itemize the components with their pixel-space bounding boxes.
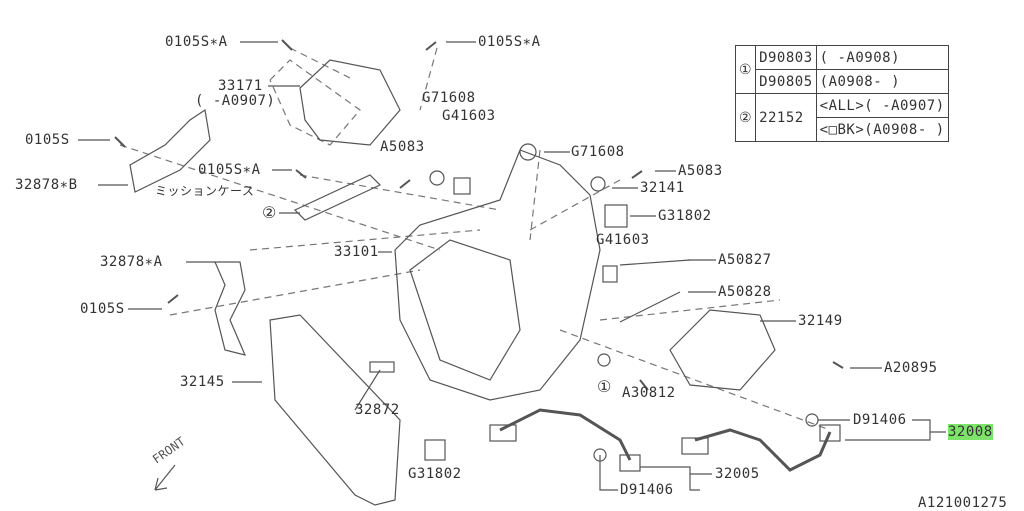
legend-part: D90805 (755, 69, 817, 94)
part-label[interactable]: G71608 (422, 90, 476, 106)
transmission-case-33101 (394, 149, 601, 401)
part-label[interactable]: A5083 (380, 139, 425, 155)
part-label[interactable]: 0105S∗A (478, 34, 541, 50)
part-label[interactable]: 32005 (715, 466, 760, 482)
part-label[interactable]: 32872 (355, 402, 400, 418)
plate-22152 (293, 174, 382, 221)
front-arrow-icon (154, 464, 176, 491)
part-label[interactable]: 33171 (218, 78, 263, 94)
diagram-id: A121001275 (918, 495, 1008, 511)
part-label[interactable]: G41603 (442, 108, 496, 124)
ref-marker: ① (597, 377, 612, 396)
part-label[interactable]: 32878∗A (100, 254, 163, 270)
part-label[interactable]: A5083 (678, 163, 723, 179)
part-label[interactable]: 32145 (180, 374, 225, 390)
bracket-32878-a (214, 261, 247, 356)
bolt-icons (114, 39, 844, 391)
part-label[interactable]: A20895 (884, 360, 938, 376)
part-label[interactable]: G71608 (571, 144, 625, 160)
part-label[interactable]: 32149 (798, 313, 843, 329)
legend-part: D90803 (755, 45, 817, 70)
legend-part: 22152 (755, 93, 817, 142)
cable-32008 (694, 428, 832, 472)
cover-33171 (299, 59, 401, 146)
part-label[interactable]: G31802 (408, 466, 462, 482)
legend-note: (A0908- ) (815, 69, 949, 94)
part-label[interactable]: 0105S (25, 132, 70, 148)
legend-ref-2: ② (734, 93, 757, 142)
part-label[interactable]: A50827 (718, 252, 772, 268)
part-label[interactable]: 0105S (80, 301, 125, 317)
gasket-32145 (269, 314, 401, 506)
part-label[interactable]: 32141 (640, 180, 685, 196)
leader-lines (78, 41, 946, 491)
part-label-highlighted[interactable]: 32008 (948, 424, 993, 440)
legend-note: <□BK>(A0908- ) (815, 117, 949, 142)
ref-marker: ② (262, 203, 277, 222)
cable-32005 (499, 408, 632, 461)
legend-ref-1: ① (734, 45, 757, 94)
part-label[interactable]: 0105S∗A (198, 162, 261, 178)
part-label[interactable]: D91406 (853, 412, 907, 428)
cover-32149 (669, 309, 776, 391)
part-label[interactable]: A30812 (622, 385, 676, 401)
legend-note: <ALL>( -A0907) (815, 93, 949, 118)
legend-note: ( -A0908) (815, 45, 949, 70)
part-label[interactable]: 33101 (334, 244, 379, 260)
part-label[interactable]: G31802 (658, 208, 712, 224)
part-label[interactable]: D91406 (620, 482, 674, 498)
part-label[interactable]: 32878∗B (15, 177, 78, 193)
part-label[interactable]: A50828 (718, 284, 772, 300)
part-note: ( -A0907) (195, 93, 276, 109)
case-note: ミッションケース (155, 184, 255, 198)
legend-table: ① D90803 ( -A0908) D90805 (A0908- ) ② 22… (734, 45, 949, 142)
part-label[interactable]: 0105S∗A (165, 34, 228, 50)
bracket-32878-b (129, 108, 211, 193)
part-label[interactable]: G41603 (596, 232, 650, 248)
